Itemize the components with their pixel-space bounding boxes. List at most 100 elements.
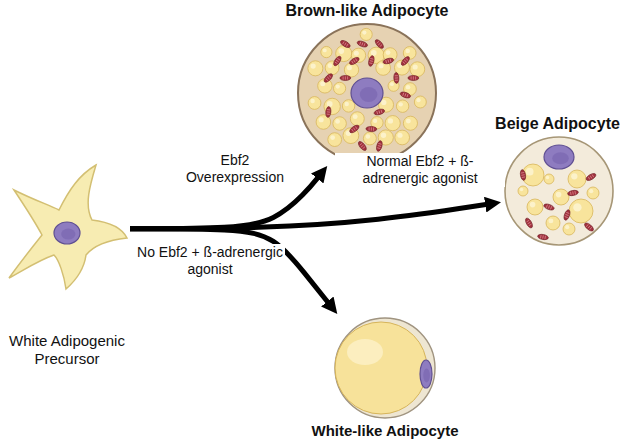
- crista: [369, 127, 370, 130]
- crista: [363, 147, 366, 149]
- droplet-highlight: [406, 119, 411, 124]
- mitochondrion: [373, 108, 385, 116]
- droplet-highlight: [353, 114, 358, 119]
- mitochondrion: [332, 55, 342, 67]
- crista: [326, 114, 329, 115]
- droplet-highlight: [386, 50, 391, 55]
- mitochondrion-body: [567, 190, 579, 197]
- lipid-droplet: [568, 170, 586, 188]
- crista: [403, 93, 404, 96]
- crista: [548, 205, 549, 208]
- mitochondrion: [583, 222, 595, 233]
- cell-illustration: [332, 316, 438, 420]
- mitochondrion-body: [537, 234, 549, 241]
- mitochondrion-body: [400, 55, 411, 66]
- mitochondrion-body: [348, 56, 360, 66]
- crista: [352, 129, 354, 132]
- crista: [590, 227, 592, 229]
- crista: [355, 58, 357, 61]
- crista: [528, 222, 531, 224]
- mitochondrion: [357, 140, 368, 152]
- lipid-droplet: [544, 174, 554, 184]
- lipid-droplet: [321, 46, 332, 57]
- droplet-highlight: [310, 99, 314, 103]
- crista: [353, 128, 355, 131]
- crista: [343, 76, 344, 79]
- cell-title: White-like Adipocyte: [310, 422, 461, 440]
- droplet-highlight: [362, 31, 366, 35]
- lipid-droplet: [587, 187, 599, 199]
- cell-membrane: [298, 24, 436, 162]
- droplet-highlight: [546, 176, 550, 180]
- mitochondrion-body: [323, 72, 334, 83]
- crista: [526, 220, 529, 222]
- droplet-highlight: [589, 189, 593, 193]
- lipid-droplet: [395, 130, 410, 145]
- crista: [352, 61, 354, 64]
- droplet-highlight: [335, 119, 340, 124]
- droplet-highlight: [330, 135, 335, 140]
- droplet-highlight: [338, 48, 344, 54]
- droplet-highlight: [323, 48, 327, 52]
- crista: [336, 60, 339, 62]
- crista: [360, 42, 361, 45]
- crista: [343, 41, 345, 44]
- crista: [390, 59, 392, 62]
- nucleus: [351, 78, 383, 108]
- nucleus: [420, 360, 432, 388]
- crista: [551, 206, 552, 209]
- crista: [529, 224, 532, 226]
- cell-membrane: [505, 137, 613, 245]
- cell-title: White Adipogenic Precursor: [7, 332, 127, 368]
- mitochondrion: [408, 75, 419, 80]
- crista: [362, 42, 363, 45]
- mitochondrion: [394, 72, 400, 83]
- mitochondrion: [348, 56, 360, 66]
- lipid-droplet: [360, 28, 372, 40]
- crista: [377, 41, 379, 43]
- precursor-cell-body: [9, 165, 127, 289]
- crista: [592, 174, 594, 177]
- crista: [345, 43, 347, 46]
- crista: [353, 60, 355, 63]
- mitochondrion: [567, 190, 579, 197]
- lipid-droplet: [527, 199, 543, 215]
- crista: [371, 127, 372, 130]
- crista: [378, 43, 380, 45]
- crista: [405, 93, 406, 96]
- crista: [327, 77, 329, 79]
- lipid-droplet: [569, 199, 593, 223]
- mitochondrion: [400, 55, 411, 66]
- nucleus-core: [360, 87, 378, 102]
- mitochondrion-body: [356, 40, 368, 48]
- crista: [407, 94, 408, 97]
- crista: [345, 76, 346, 79]
- crista: [378, 110, 380, 113]
- droplet-highlight: [413, 64, 418, 69]
- lipid-droplet: [335, 322, 427, 414]
- lipid-droplet: [342, 100, 354, 112]
- crista: [574, 191, 576, 194]
- crista: [565, 214, 568, 215]
- crista: [355, 126, 357, 129]
- droplet-highlight: [381, 133, 386, 138]
- lipid-droplet: [563, 223, 575, 235]
- precursor-cell: White Adipogenic Precursor: [4, 160, 130, 292]
- crista: [566, 212, 569, 213]
- droplet-highlight: [416, 98, 420, 102]
- mitochondrion: [543, 203, 555, 211]
- mitochondrion-body: [524, 217, 534, 229]
- lipid-droplet: [350, 112, 364, 126]
- droplet-highlight: [399, 102, 403, 106]
- adipocyte-cell: White-like Adipocyte: [332, 316, 438, 420]
- crista: [326, 78, 328, 80]
- cell-illustration: [503, 135, 615, 247]
- crista: [385, 60, 387, 63]
- droplet-highlight: [406, 49, 410, 53]
- mitochondrion-body: [373, 108, 385, 116]
- mitochondrion: [382, 57, 394, 65]
- nucleus-core: [552, 152, 569, 164]
- mitochondrion-body: [375, 140, 383, 152]
- mitochondrion: [537, 234, 549, 241]
